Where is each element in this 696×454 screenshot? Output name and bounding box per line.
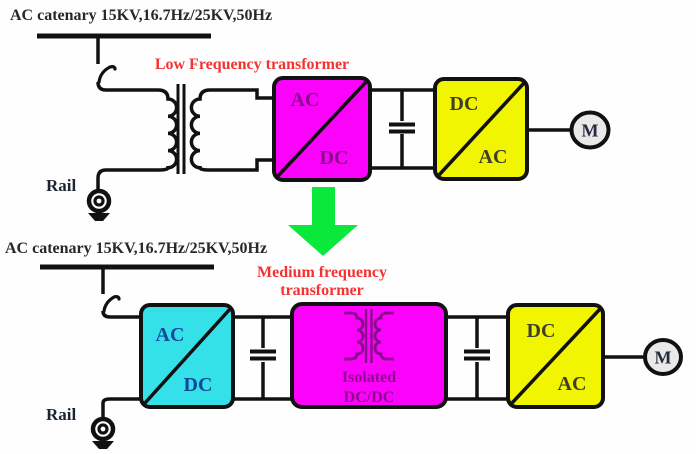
isolated-dcdc-converter: Isolated DC/DC <box>290 302 448 409</box>
down-arrow-icon <box>288 187 358 256</box>
top-rail-label: Rail <box>46 176 77 195</box>
bottom-rail-ground-icon <box>90 416 116 449</box>
top-acdc-converter: AC DC <box>272 76 372 182</box>
bottom-catenary-label: AC catenary 15KV,16.7Hz/25KV,50Hz <box>5 240 267 257</box>
bottom-dcac-output-label: AC <box>558 373 587 395</box>
top-catenary-label: AC catenary 15KV,16.7Hz/25KV,50Hz <box>10 7 272 24</box>
bottom-dc-link2-capacitor-icon <box>464 317 490 399</box>
bottom-transformer-title-1: Medium frequency <box>257 264 387 281</box>
bottom-dc-link1-capacitor-icon <box>250 317 276 399</box>
top-acdc-input-label: AC <box>291 89 320 111</box>
bottom-acdc-output-label: DC <box>184 374 213 396</box>
bottom-switch-icon <box>102 295 121 313</box>
bottom-return-wire <box>101 397 141 417</box>
top-rail-ground-icon <box>86 188 112 221</box>
top-motor-icon: M <box>569 110 611 150</box>
bottom-dcac-inverter: DC AC <box>506 303 605 409</box>
top-circuit: AC catenary 15KV,16.7Hz/25KV,50Hz Rail L… <box>10 7 611 221</box>
bottom-acdc-converter: AC DC <box>139 303 235 409</box>
bottom-circuit: AC catenary 15KV,16.7Hz/25KV,50Hz Rail M… <box>5 240 683 449</box>
top-dcac-input-label: DC <box>450 93 479 115</box>
top-transformer-primary-coil-icon <box>96 81 179 190</box>
mf-transformer-icon <box>344 309 394 363</box>
bottom-input-wire <box>101 310 141 319</box>
top-transformer-title: Low Frequency transformer <box>155 56 349 73</box>
dcdc-label: DC/DC <box>344 389 395 406</box>
top-transformer-secondary-coil-icon <box>189 88 274 172</box>
top-dc-link-capacitor-icon <box>389 90 415 168</box>
bottom-transformer-title-2: transformer <box>280 282 364 299</box>
top-motor-label: M <box>582 121 599 141</box>
isolated-label: Isolated <box>342 369 396 386</box>
top-transformer-core-icon <box>176 84 186 174</box>
top-dcac-inverter: DC AC <box>433 77 529 181</box>
top-dcac-output-label: AC <box>479 146 508 168</box>
bottom-rail-label: Rail <box>46 405 77 424</box>
top-acdc-output-label: DC <box>320 147 349 169</box>
bottom-motor-icon: M <box>643 338 683 376</box>
bottom-acdc-input-label: AC <box>156 324 185 346</box>
bottom-dcac-input-label: DC <box>527 320 556 342</box>
top-switch-icon <box>97 65 117 84</box>
bottom-motor-label: M <box>655 348 672 368</box>
